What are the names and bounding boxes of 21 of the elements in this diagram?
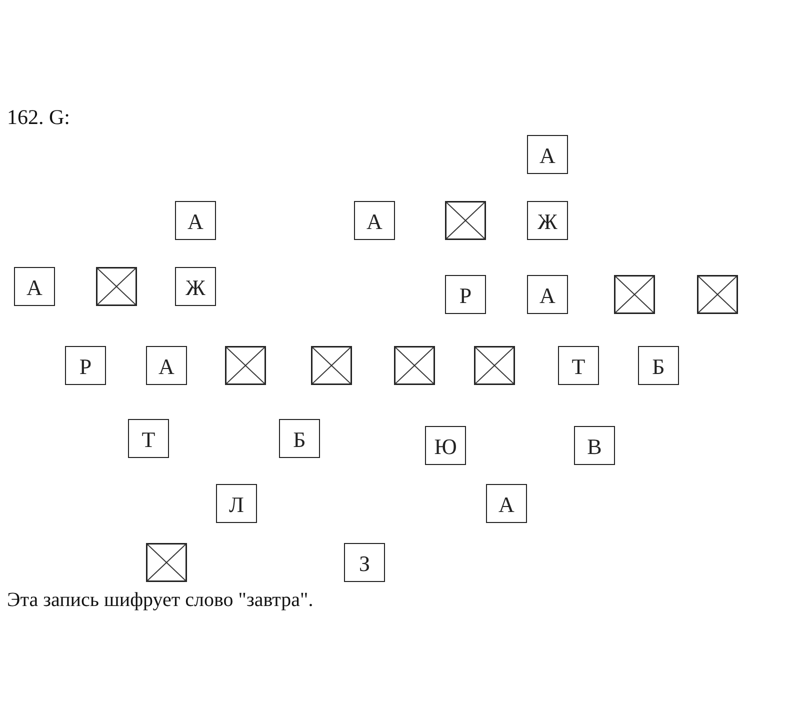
letter-box: Ю (425, 426, 466, 465)
caption: Эта запись шифрует слово "завтра". (7, 590, 314, 610)
letter-box: Ж (527, 201, 568, 240)
letter-box: А (14, 267, 55, 306)
letter-box: З (344, 543, 385, 582)
letter-box: А (175, 201, 216, 240)
letter-box: Л (216, 484, 257, 523)
letter-box: Б (279, 419, 320, 458)
letter-box: Р (445, 275, 486, 314)
letter-box: А (527, 275, 568, 314)
letter-box: Б (638, 346, 679, 385)
letter-box: Ж (175, 267, 216, 306)
letter-box: В (574, 426, 615, 465)
letter-box: А (486, 484, 527, 523)
letter-box: А (146, 346, 187, 385)
problem-heading: 162. G: (7, 107, 70, 128)
letter-box: Р (65, 346, 106, 385)
letter-box: Т (128, 419, 169, 458)
letter-box: Т (558, 346, 599, 385)
letter-box: А (527, 135, 568, 174)
letter-box: А (354, 201, 395, 240)
